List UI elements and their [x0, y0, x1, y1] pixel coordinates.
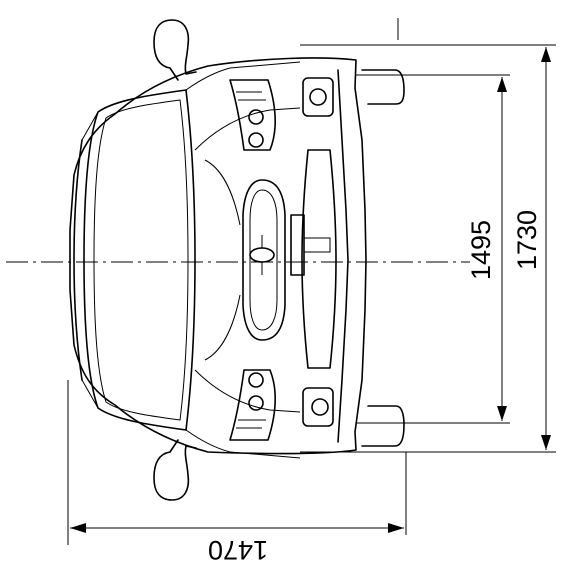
hood-line-bottom: [194, 369, 301, 413]
roof-edge: [73, 139, 83, 381]
tire-bottom: [361, 405, 405, 447]
windshield-inner: [93, 99, 189, 421]
headlamp-bottom-lens-1: [248, 395, 264, 411]
vehicle-front-view: [69, 19, 405, 501]
bumper-line: [337, 69, 349, 443]
lower-intake: [301, 149, 337, 369]
headlamp-top: [229, 79, 276, 151]
headlamp-top-lens-1: [248, 109, 264, 125]
fog-lamp-top: [302, 77, 334, 117]
body-outline: [69, 57, 367, 455]
hood-line-top: [194, 107, 301, 151]
dimension-lines: [67, 18, 556, 545]
grille: [242, 179, 286, 341]
brand-emblem: [249, 247, 275, 263]
mirror-bottom: [153, 439, 197, 501]
headlamp-bottom: [229, 369, 276, 441]
fog-lamp-bottom: [302, 387, 334, 427]
headlamp-bottom-lens-2: [248, 372, 264, 388]
headlamp-top-lens-2: [248, 132, 264, 148]
label-overall-height: 1470: [208, 535, 268, 565]
tire-top: [361, 69, 405, 105]
label-overall-width: 1730: [512, 210, 542, 270]
mirror-top: [153, 19, 197, 81]
label-track-width: 1495: [466, 220, 496, 280]
windshield-outer: [83, 89, 196, 431]
